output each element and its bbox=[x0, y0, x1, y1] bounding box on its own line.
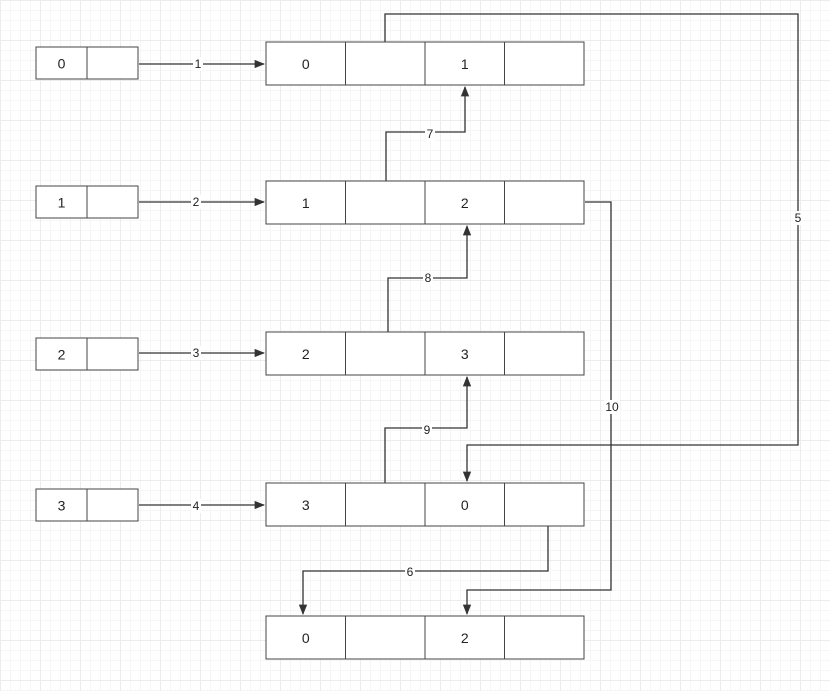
left-node-l2: 2 bbox=[35, 337, 139, 371]
edge-label-text: 6 bbox=[407, 565, 414, 579]
edge-label-text: 7 bbox=[427, 127, 434, 141]
right-node-cell bbox=[424, 41, 505, 86]
node-cell-value: 2 bbox=[461, 630, 469, 646]
edge-label-text: 8 bbox=[425, 271, 432, 285]
edge-label-background bbox=[425, 127, 435, 141]
edge-label-background bbox=[191, 346, 201, 360]
node-cell-value: 2 bbox=[58, 347, 66, 363]
left-node-l0: 0 bbox=[35, 46, 139, 80]
edge-label-text: 2 bbox=[193, 195, 200, 209]
edge-label-text: 10 bbox=[605, 400, 619, 414]
edge-label-background bbox=[793, 211, 803, 225]
node-cell-value: 2 bbox=[461, 195, 469, 211]
right-node-cell bbox=[504, 41, 585, 86]
node-cell-value: 1 bbox=[58, 195, 66, 211]
left-node-l3: 3 bbox=[35, 488, 139, 522]
edge-label-background bbox=[422, 423, 432, 437]
edge-label-e6: 6 bbox=[405, 565, 415, 579]
edge-label-e5: 5 bbox=[793, 211, 803, 225]
edge-label-background bbox=[193, 57, 203, 71]
edge-label-e1: 1 bbox=[193, 57, 203, 71]
edge-label-e8: 8 bbox=[423, 271, 433, 285]
edge-label-background bbox=[604, 400, 620, 414]
node-cell-value: 1 bbox=[461, 56, 469, 72]
right-node-cell bbox=[345, 615, 426, 660]
right-node-cell bbox=[424, 482, 505, 527]
right-node-cell bbox=[424, 615, 505, 660]
edge-label-text: 9 bbox=[424, 423, 431, 437]
left-node-cell bbox=[35, 337, 88, 371]
right-node-cell bbox=[265, 41, 346, 86]
right-node-cell bbox=[504, 180, 585, 225]
node-cell-value: 0 bbox=[58, 56, 66, 72]
edge-label-e3: 3 bbox=[191, 346, 201, 360]
edge-label-text: 5 bbox=[795, 211, 802, 225]
right-node-cell bbox=[345, 331, 426, 376]
right-node-cell bbox=[504, 331, 585, 376]
edge-label-text: 4 bbox=[193, 499, 200, 513]
right-node-cell bbox=[265, 615, 346, 660]
edge-label-background bbox=[405, 565, 415, 579]
edge-label-text: 1 bbox=[195, 57, 202, 71]
node-cell-value: 2 bbox=[302, 346, 310, 362]
right-node-cell bbox=[265, 482, 346, 527]
right-node-cell bbox=[345, 180, 426, 225]
left-node-cell bbox=[35, 185, 88, 219]
edge-label-background bbox=[423, 271, 433, 285]
right-node-cell bbox=[424, 180, 505, 225]
right-node-cell bbox=[504, 482, 585, 527]
right-node-cell bbox=[424, 331, 505, 376]
edge-label-background bbox=[191, 195, 201, 209]
left-node-cell bbox=[86, 488, 139, 522]
edge-e10-arrow bbox=[462, 201, 612, 616]
right-node-cell bbox=[345, 482, 426, 527]
right-node-cell bbox=[345, 41, 426, 86]
left-node-cell bbox=[86, 46, 139, 80]
right-node-cell bbox=[265, 331, 346, 376]
node-cell-value: 0 bbox=[302, 56, 310, 72]
left-node-l1: 1 bbox=[35, 185, 139, 219]
node-cell-value: 3 bbox=[58, 498, 66, 514]
left-node-cell bbox=[86, 337, 139, 371]
edge-label-background bbox=[191, 499, 201, 513]
edge-e6-arrow bbox=[298, 526, 549, 616]
edge-label-text: 3 bbox=[193, 346, 200, 360]
right-node-cell bbox=[504, 615, 585, 660]
edge-label-e4: 4 bbox=[191, 499, 201, 513]
edge-label-e10: 10 bbox=[604, 400, 620, 414]
edge-label-e9: 9 bbox=[422, 423, 432, 437]
left-node-cell bbox=[35, 488, 88, 522]
edge-label-e7: 7 bbox=[425, 127, 435, 141]
left-node-cell bbox=[86, 185, 139, 219]
node-cell-value: 1 bbox=[302, 195, 310, 211]
node-cell-value: 3 bbox=[461, 346, 469, 362]
edge-label-e2: 2 bbox=[191, 195, 201, 209]
node-cell-value: 0 bbox=[461, 497, 469, 513]
node-cell-value: 0 bbox=[302, 630, 310, 646]
right-node-cell bbox=[265, 180, 346, 225]
node-cell-value: 3 bbox=[302, 497, 310, 513]
edge-e5-arrow bbox=[384, 13, 799, 483]
